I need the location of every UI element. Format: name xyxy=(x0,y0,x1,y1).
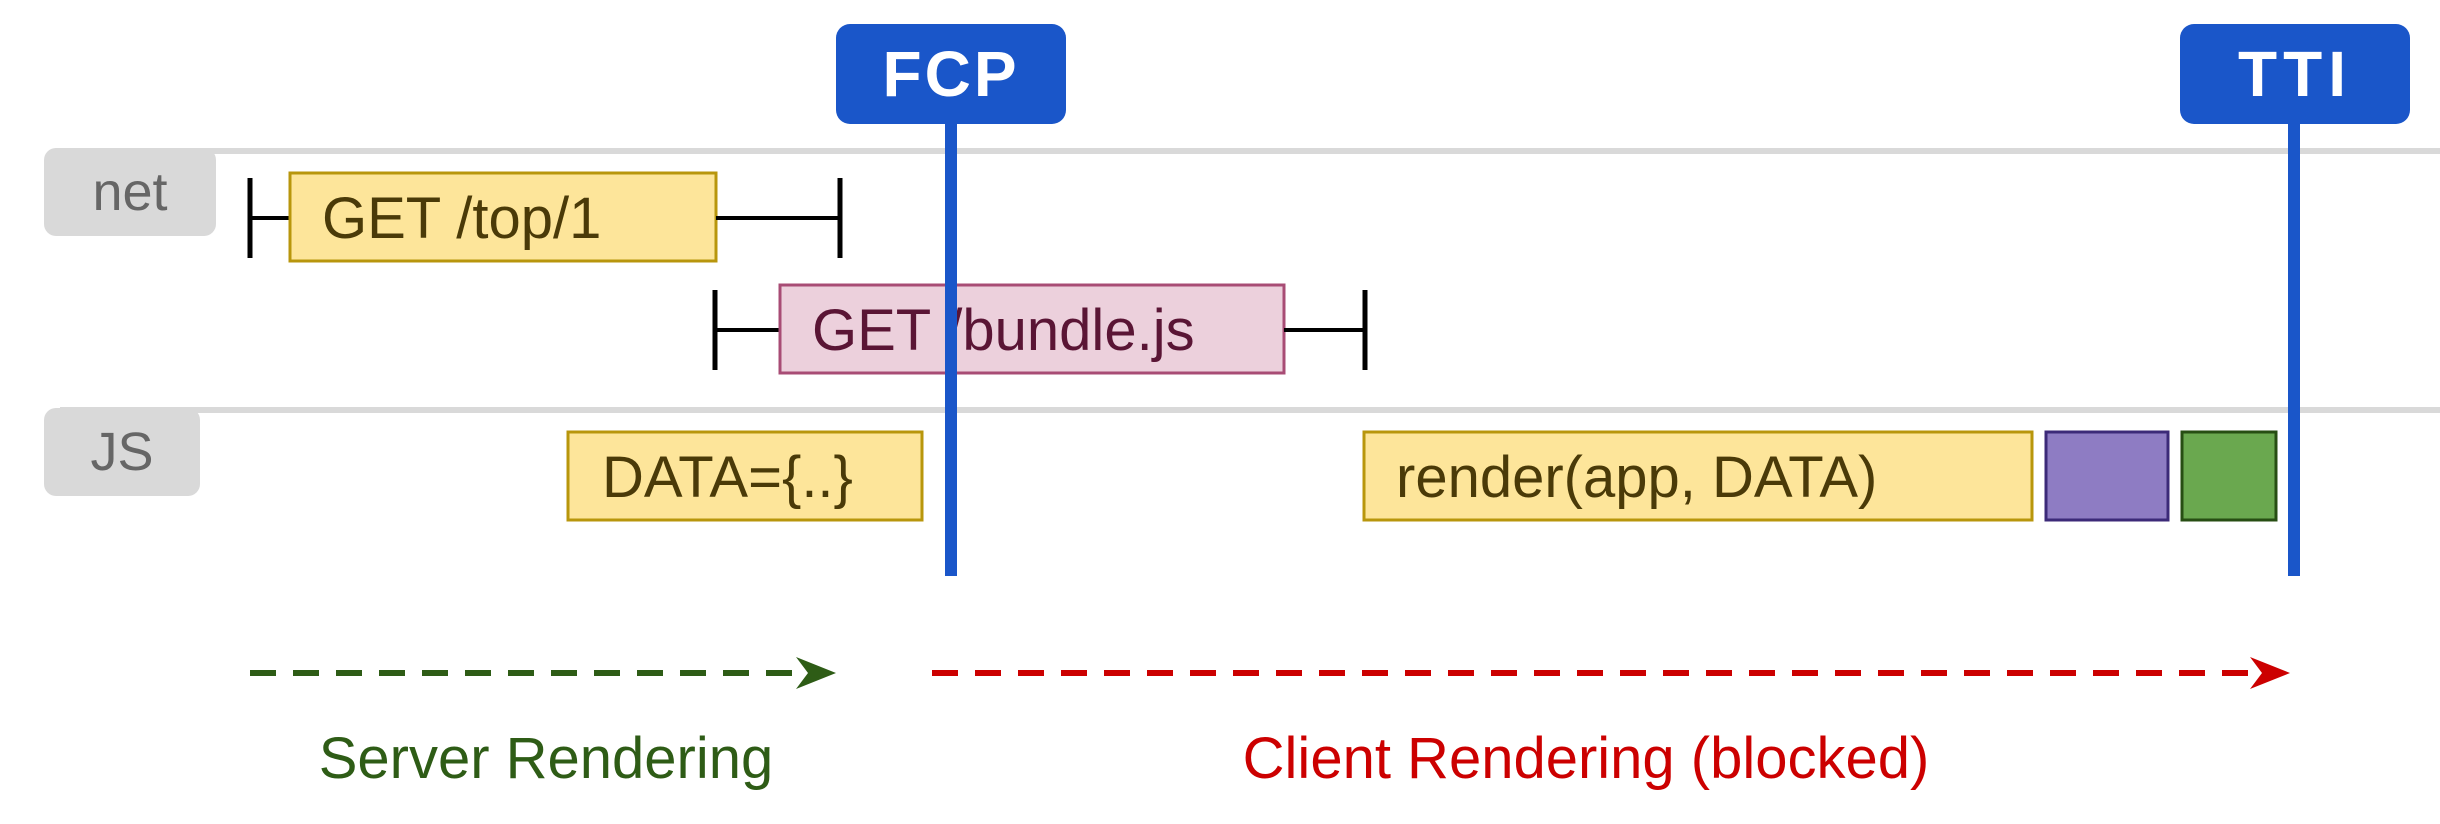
js-block-green xyxy=(2180,430,2278,522)
js-block-data: DATA={..} xyxy=(566,430,924,522)
request-box-top-1 xyxy=(288,171,718,263)
lane-label-net: net xyxy=(92,162,167,222)
request-label-bundle-js: GET /bundle.js xyxy=(812,298,1195,363)
request-get-bundle-js: GET /bundle.js xyxy=(712,283,1368,375)
marker-fcp-label: FCP xyxy=(883,38,1020,110)
request-get-top-1: GET /top/1 xyxy=(247,171,843,263)
lane-tab-js: JS xyxy=(44,408,200,496)
lane-tab-net: net xyxy=(44,148,216,236)
marker-tti: TTI xyxy=(2180,24,2410,576)
js-block-render: render(app, DATA) xyxy=(1362,430,2034,522)
arrowhead-client xyxy=(2250,657,2290,689)
phase-arrow-client xyxy=(932,657,2290,689)
request-label-top-1: GET /top/1 xyxy=(322,186,601,251)
marker-tti-label: TTI xyxy=(2238,38,2352,110)
js-block-purple xyxy=(2044,430,2170,522)
marker-fcp: FCP xyxy=(836,24,1066,576)
js-block-label-render: render(app, DATA) xyxy=(1396,445,1877,510)
phase-arrow-server xyxy=(250,657,836,689)
marker-tti-badge xyxy=(2180,24,2410,124)
lane-label-js: JS xyxy=(90,422,153,482)
phase-label-client: Client Rendering (blocked) xyxy=(1243,726,1930,791)
marker-fcp-badge xyxy=(836,24,1066,124)
js-block-label-data: DATA={..} xyxy=(602,445,853,510)
phase-label-server: Server Rendering xyxy=(319,726,774,791)
arrowhead-server xyxy=(796,657,836,689)
request-box-bundle-js xyxy=(778,283,1286,375)
